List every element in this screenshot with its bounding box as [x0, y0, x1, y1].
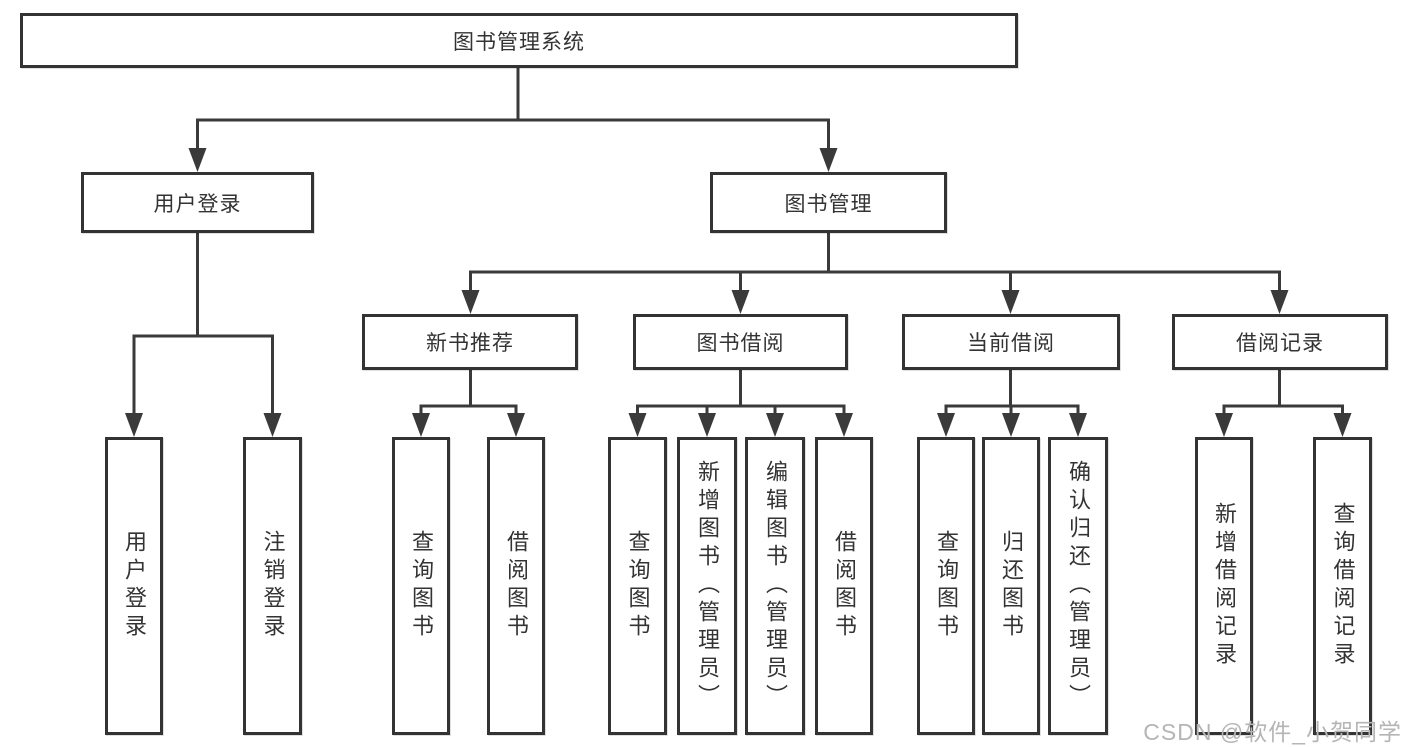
leaf-label: 编辑图书（管理员） [763, 460, 788, 712]
arrow-icon [628, 413, 647, 437]
leaf-label: 用户登录 [122, 530, 147, 642]
leaf-bb-borrow-books: 借阅图书 [815, 437, 873, 735]
leaf-label: 借阅图书 [504, 530, 529, 642]
arrow-icon [263, 413, 282, 437]
leaf-label: 查询图书 [934, 530, 959, 642]
arrow-icon [1215, 413, 1233, 437]
node-book-management: 图书管理 [710, 172, 947, 233]
node-book-borrowing: 图书借阅 [633, 314, 848, 370]
arrow-icon [766, 413, 784, 437]
leaf-br-query-record: 查询借阅记录 [1313, 437, 1372, 735]
node-label: 用户登录 [153, 192, 242, 216]
node-user-login: 用户登录 [81, 172, 314, 233]
leaf-label: 查询图书 [409, 530, 434, 642]
connector-root-to-level2 [196, 68, 830, 153]
leaf-label: 查询借阅记录 [1330, 502, 1356, 670]
arrow-icon [188, 148, 207, 172]
leaf-bb-add-books-admin: 新增图书（管理员） [677, 437, 737, 735]
leaf-user-login: 用户登录 [105, 437, 163, 735]
arrow-icon [125, 413, 143, 437]
node-new-book-recommend: 新书推荐 [362, 314, 578, 370]
node-label: 图书管理 [784, 192, 873, 216]
leaf-label: 注销登录 [260, 530, 286, 642]
leaf-label: 归还图书 [999, 530, 1024, 642]
node-label: 新书推荐 [426, 332, 514, 355]
leaf-nbr-borrow-books: 借阅图书 [487, 437, 545, 735]
leaf-br-add-record: 新增借阅记录 [1195, 437, 1253, 735]
arrow-icon [507, 413, 525, 437]
csdn-watermark: CSDN @软件_小贺同学 [1143, 719, 1402, 745]
arrow-icon [1333, 413, 1352, 437]
connector-newbook-to-leaves [419, 370, 518, 418]
connector-bookmgmt-to-level3 [469, 233, 1281, 295]
arrow-icon [1069, 413, 1087, 437]
arrow-icon [1001, 290, 1020, 314]
leaf-cb-confirm-return-admin: 确认归还（管理员） [1048, 437, 1108, 735]
node-label: 图书借阅 [696, 332, 785, 355]
arrowheads [125, 148, 1352, 437]
arrow-icon [937, 413, 955, 437]
arrow-icon [698, 413, 716, 437]
arrow-icon [731, 290, 750, 314]
arrow-icon [412, 413, 430, 437]
connector-userlogin-to-leaves [132, 233, 274, 418]
arrow-icon [835, 413, 853, 437]
node-label: 借阅记录 [1236, 332, 1324, 355]
arrow-icon [461, 290, 480, 314]
connector-records-to-leaves [1222, 370, 1344, 418]
arrow-icon [819, 148, 838, 172]
leaf-bb-edit-books-admin: 编辑图书（管理员） [745, 437, 805, 735]
leaf-label: 查询图书 [625, 530, 651, 642]
node-label: 图书管理系统 [453, 30, 585, 54]
leaf-label: 新增图书（管理员） [695, 460, 720, 712]
leaf-logout: 注销登录 [243, 437, 302, 735]
arrow-icon [1002, 413, 1020, 437]
node-borrowing-records: 借阅记录 [1172, 314, 1388, 370]
connector-bookborrow-to-leaves [636, 370, 846, 418]
connector-currentborrow-to-leaves [944, 370, 1080, 418]
leaf-label: 新增借阅记录 [1212, 502, 1237, 670]
leaf-label: 借阅图书 [832, 530, 857, 642]
leaf-bb-query-books: 查询图书 [608, 437, 667, 735]
leaf-nbr-query-books: 查询图书 [392, 437, 450, 735]
node-root-system: 图书管理系统 [20, 13, 1018, 68]
node-label: 当前借阅 [967, 332, 1055, 355]
leaf-cb-query-books: 查询图书 [917, 437, 975, 735]
node-current-borrowing: 当前借阅 [902, 314, 1120, 370]
arrow-icon [1270, 290, 1289, 314]
leaf-cb-return-books: 归还图书 [982, 437, 1040, 735]
leaf-label: 确认归还（管理员） [1066, 460, 1091, 712]
